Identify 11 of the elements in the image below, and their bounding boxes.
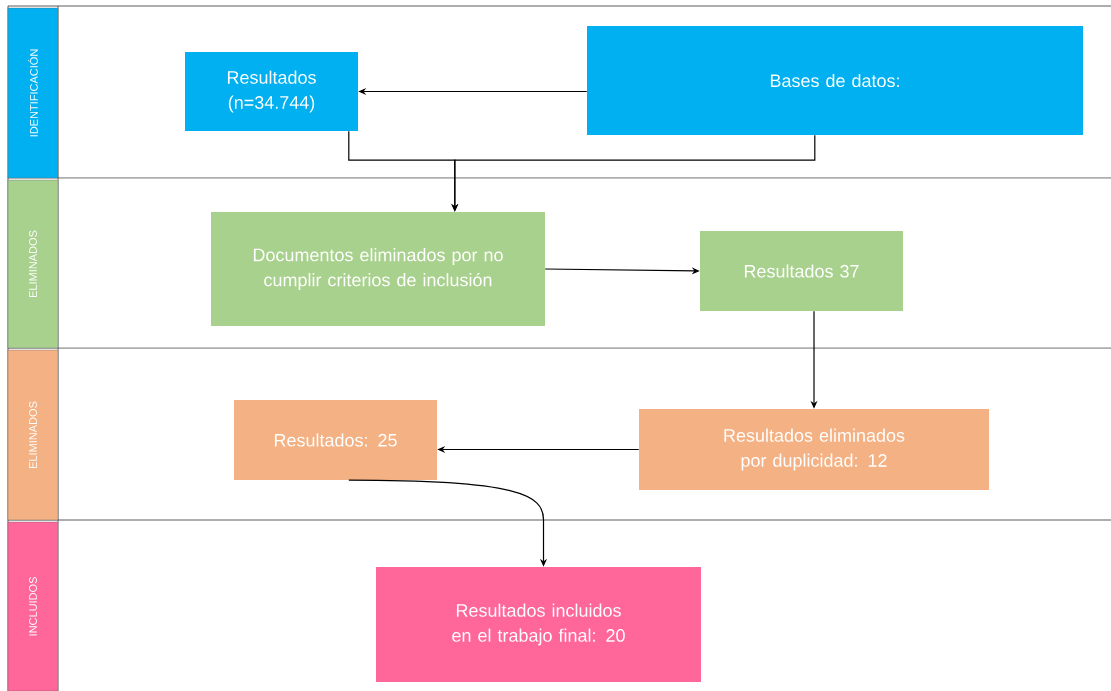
lane-label: INCLUIDOS xyxy=(7,521,59,691)
process-box: Resultados incluidos en el trabajo final: 20 xyxy=(376,567,701,682)
lane-label: ELIMINADOS xyxy=(7,179,59,349)
process-box: Resultados (n=34.744) xyxy=(185,52,358,131)
process-box: Resultados: 25 xyxy=(234,400,437,480)
process-box: Bases de datos: xyxy=(587,26,1083,135)
lane-label: IDENTIFICACIÓN xyxy=(7,7,59,179)
process-box: Resultados eliminados por duplicidad: 12 xyxy=(639,409,989,490)
lane-label: ELIMINADOS xyxy=(7,349,59,521)
process-box: Documentos eliminados por no cumplir criterios de inclusión xyxy=(211,212,545,326)
process-box: Resultados 37 xyxy=(700,231,903,311)
